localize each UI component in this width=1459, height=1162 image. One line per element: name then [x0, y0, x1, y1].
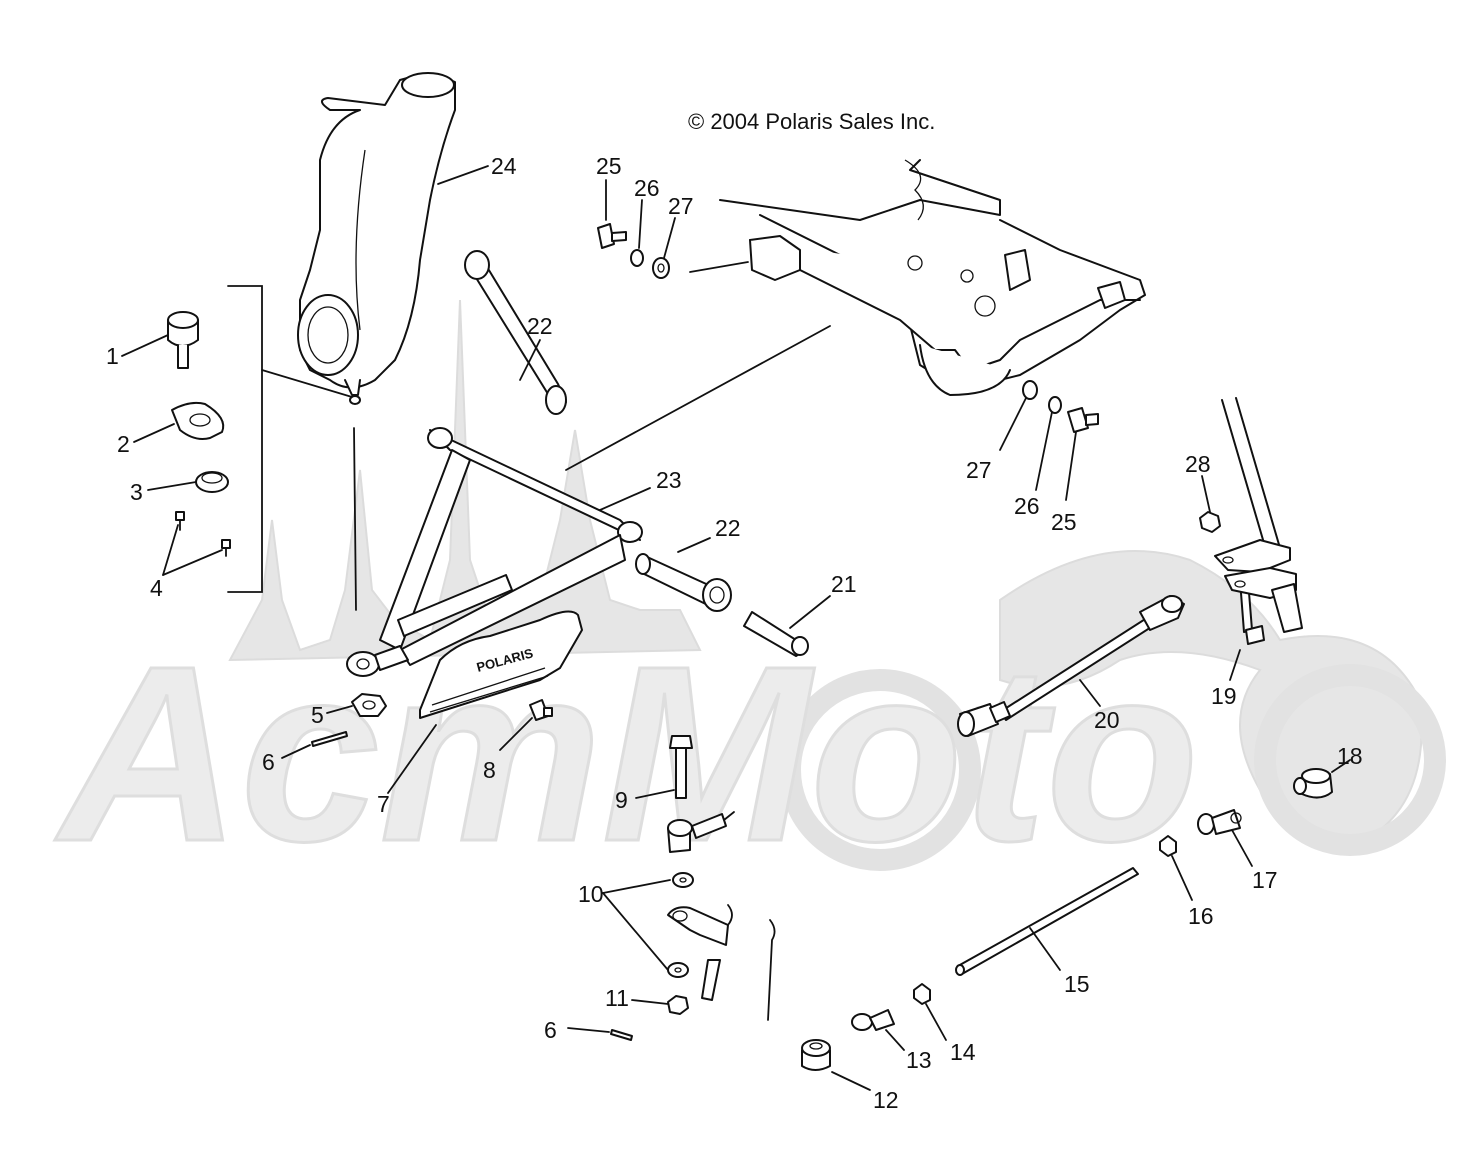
callout-19: 19	[1211, 683, 1237, 709]
callout-3: 3	[130, 479, 143, 505]
nut-part-14	[913, 983, 931, 1005]
watermark: AcmMoto	[53, 299, 1446, 895]
washer-part-26-top	[630, 249, 644, 267]
bolt-part-9	[669, 735, 693, 799]
callout-13: 13	[906, 1047, 932, 1073]
cotter-pin-part-6-upper	[311, 731, 348, 747]
callout-9: 9	[615, 787, 628, 813]
callout-28: 28	[1185, 451, 1211, 477]
group-bracket	[227, 285, 263, 593]
callout-22-lower: 22	[715, 515, 741, 541]
callout-15: 15	[1064, 971, 1090, 997]
washer-part-10-upper	[672, 872, 694, 888]
boot-part-12	[801, 1039, 831, 1071]
bolt-part-8	[529, 699, 553, 721]
spindle-part-24	[297, 72, 456, 405]
boot-part-3	[195, 471, 229, 493]
guard-part-7: POLARIS	[419, 610, 583, 719]
callout-6: 6	[262, 749, 275, 775]
watermark-text: AcmMoto	[54, 614, 1199, 893]
callout-27-top: 27	[668, 193, 694, 219]
callout-26-top: 26	[634, 175, 660, 201]
nut-part-28	[1199, 511, 1221, 533]
callout-labels: 1 2 3 4 5 6 7 8 9 10 11 6 12 13 14 15 16…	[106, 153, 1363, 1113]
callout-6-lower: 6	[544, 1017, 557, 1043]
nut-part-11	[667, 995, 689, 1015]
cotter-pin-part-6-lower	[610, 1029, 633, 1041]
callout-25-top: 25	[596, 153, 622, 179]
callout-24: 24	[491, 153, 517, 179]
a-arm-part-23	[346, 427, 643, 677]
callout-26-lower: 26	[1014, 493, 1040, 519]
washer-part-10-lower	[667, 962, 689, 978]
steering-post	[1214, 397, 1303, 633]
watermark-wheel-rear	[1254, 664, 1446, 856]
frame-assembly	[565, 159, 1146, 471]
bolt-part-25-top	[597, 223, 627, 249]
callout-22-upper: 22	[527, 313, 553, 339]
pin-part-21	[743, 611, 809, 657]
tie-rod-end-center	[667, 811, 735, 853]
callout-21: 21	[831, 571, 857, 597]
callout-12: 12	[873, 1087, 899, 1113]
nut-part-16	[1159, 835, 1177, 857]
rod-end-part-13	[851, 1009, 895, 1031]
rod-end-part-17	[1197, 809, 1242, 835]
callout-5: 5	[311, 702, 324, 728]
callout-18: 18	[1337, 743, 1363, 769]
ball-joint-part-1	[167, 311, 199, 369]
callout-10: 10	[578, 881, 604, 907]
callout-27-lower: 27	[966, 457, 992, 483]
washer-part-26-lower	[1048, 396, 1062, 414]
steering-arm	[667, 904, 776, 1021]
bushing-part-22-lower	[635, 553, 732, 612]
callout-17: 17	[1252, 867, 1278, 893]
bolt-part-25-lower	[1067, 407, 1099, 433]
callout-16: 16	[1188, 903, 1214, 929]
washer-part-27-lower	[1022, 380, 1038, 400]
nut-part-5	[351, 693, 387, 717]
washer-part-27-top	[652, 257, 670, 279]
callout-2: 2	[117, 431, 130, 457]
boot-part-18	[1293, 768, 1333, 799]
copyright-text: © 2004 Polaris Sales Inc.	[688, 109, 935, 134]
callout-20: 20	[1094, 707, 1120, 733]
callout-7: 7	[377, 791, 390, 817]
callout-4: 4	[150, 575, 163, 601]
watermark-wheel-front	[779, 669, 981, 871]
screws-part-4	[175, 511, 231, 557]
tie-rod-assembly-part-20	[957, 595, 1185, 737]
callout-14: 14	[950, 1039, 976, 1065]
callout-1: 1	[106, 343, 119, 369]
tie-rod-part-15	[955, 867, 1139, 976]
callout-23: 23	[656, 467, 682, 493]
plate-part-2	[171, 401, 225, 440]
bushing-part-22-upper	[464, 250, 567, 415]
callout-11: 11	[605, 985, 629, 1011]
callout-8: 8	[483, 757, 496, 783]
callout-25-lower: 25	[1051, 509, 1077, 535]
